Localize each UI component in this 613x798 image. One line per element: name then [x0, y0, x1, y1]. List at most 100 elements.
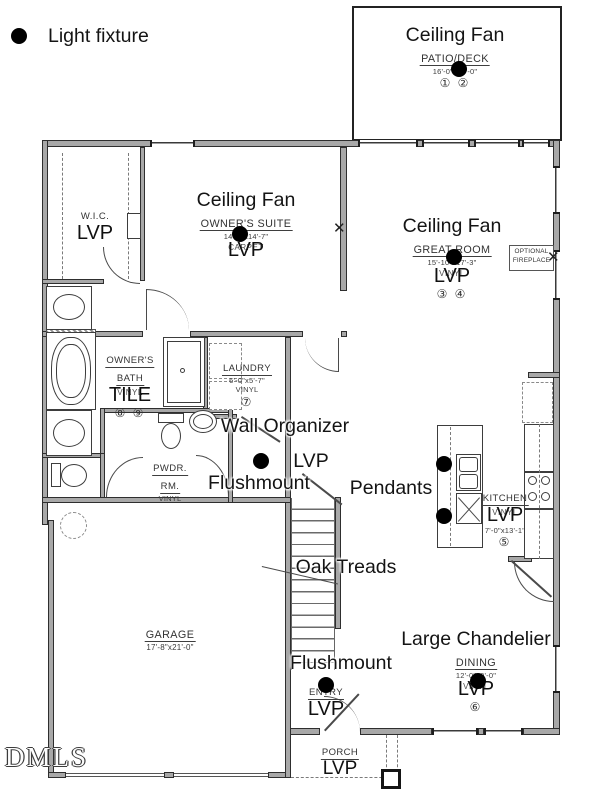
laundry-floor: VINYL: [235, 385, 259, 395]
wall-garage-bottom: [48, 772, 66, 778]
laundry-dims: 6'-0"x5'-7": [229, 375, 265, 385]
dining-fixture-numbers: ⑥: [469, 700, 483, 715]
toilet-tank: [51, 463, 61, 487]
patio-fixture-annotation: Ceiling Fan: [405, 24, 505, 46]
wall-front: [523, 728, 560, 735]
wall-wic-bottom: [42, 279, 104, 284]
stairs: [291, 498, 335, 670]
dryer: [209, 381, 242, 410]
door-arc: [106, 457, 143, 497]
wall-suite-greatroom: [340, 147, 347, 291]
powder-floor: VINYL: [158, 493, 182, 503]
wall-interior: [285, 337, 291, 778]
window: [422, 140, 470, 147]
dining-labels: Large Chandelier DINING 12'-0"x9'-0" VIN…: [401, 628, 551, 715]
garage-dims: 17'-8"x21'-0": [146, 642, 194, 652]
suite-floor: LVP: [227, 239, 265, 262]
sink: [53, 419, 85, 447]
kitchen-dims: 7'-0"x13'-1": [484, 525, 526, 535]
laundry-labels: LAUNDRY 6'-0"x5'-7" VINYL ⑦: [221, 358, 273, 409]
burner: [528, 492, 537, 501]
window: [553, 166, 560, 214]
powder-name-line1: PWDR.: [152, 463, 188, 476]
garage-labels: GARAGE 17'-8"x21'-0": [144, 625, 196, 653]
fireplace-x-mark: ✕: [547, 248, 560, 266]
island-counter-dashed: [450, 427, 451, 546]
great-room-orig-floor: VINYL: [439, 269, 465, 279]
optional-fireplace-box: OPTIONAL FIREPLACE: [509, 245, 554, 271]
hall-floor-annotation: LVP: [293, 450, 329, 472]
wall-kitchen-stub: [528, 372, 560, 378]
laundry-room-name: LAUNDRY: [221, 363, 273, 376]
kitchen-room-name: KITCHEN: [481, 493, 529, 506]
toilet-bowl: [61, 464, 87, 487]
kitchen-floor: LVP: [486, 503, 524, 526]
porch-floor: LVP: [322, 757, 358, 779]
water-heater: [60, 512, 87, 539]
sink-basin: [459, 457, 478, 472]
window: [553, 645, 560, 693]
refrigerator: [522, 382, 553, 423]
light-fixture-dot: [232, 226, 248, 242]
bath-orig-floor: VINYL: [117, 387, 143, 397]
watermark: DMLS: [5, 742, 89, 772]
burner: [541, 492, 550, 501]
wic-room-name: W.I.C.: [80, 211, 110, 222]
legend-label: Light fixture: [48, 25, 149, 47]
great-room-fixture-annotation: Ceiling Fan: [402, 215, 502, 237]
patio-fixture-numbers: ① ②: [439, 76, 471, 91]
porch-edge-dashed: [291, 777, 397, 778]
porch-room-name: PORCH: [320, 747, 360, 760]
window: [358, 140, 418, 147]
light-fixture-dot: [470, 673, 486, 689]
bath-name-line1: OWNER'S: [105, 355, 155, 368]
closet-shelf-dashed: [62, 153, 63, 279]
sink: [53, 294, 85, 320]
window: [522, 140, 550, 147]
great-room-floor: LVP: [433, 265, 471, 288]
bath-name-line2: BATH: [115, 372, 145, 386]
dining-fixture-annotation: Large Chandelier: [401, 628, 551, 650]
door-arc: [305, 338, 339, 372]
wall-front: [360, 728, 432, 735]
hall-flushmount-annotation: Flushmount: [208, 472, 310, 494]
wall-hall: [341, 331, 347, 337]
suite-fixture-annotation: Ceiling Fan: [196, 189, 296, 211]
shower-drain: [180, 368, 185, 373]
garage-room-name: GARAGE: [144, 629, 196, 643]
oak-treads-annotation: Oak Treads: [295, 556, 397, 578]
wall-garage-bottom: [164, 772, 174, 778]
wall-organizer-annotation: Wall Organizer: [220, 415, 350, 437]
window: [432, 728, 478, 735]
owners-suite-labels: Ceiling Fan OWNER'S SUITE 14'-0"x14'-7" …: [196, 189, 296, 262]
optional-fireplace-line1: OPTIONAL: [514, 248, 549, 255]
toilet-tank: [158, 413, 184, 423]
bath-floor: TILE: [108, 383, 152, 406]
door-arc: [146, 289, 189, 330]
window: [553, 250, 560, 300]
wic-labels: W.I.C. LVP: [77, 206, 113, 244]
burner: [541, 476, 550, 485]
great-room-labels: Ceiling Fan GREAT ROOM 15'-10"x17'-3" VI…: [402, 215, 502, 302]
toilet-bowl: [161, 423, 181, 449]
wall-stairs-right: [335, 497, 341, 629]
light-fixture-dot: [446, 249, 462, 265]
light-fixture-dot: [253, 453, 269, 469]
bathtub-basin-inner: [56, 344, 86, 398]
garage-door: [66, 773, 164, 777]
kitchen-labels: KITCHEN VINYL LVP 7'-0"x13'-1" ⑤: [481, 488, 529, 550]
light-fixture-dot: [318, 677, 334, 693]
wall-kitchen-stub: [508, 556, 532, 562]
washer: [209, 343, 242, 379]
light-fixture-dot: [451, 61, 467, 77]
pedestal-sink-inner: [193, 414, 213, 429]
light-fixture-dot: [436, 508, 452, 524]
wall-front: [478, 728, 484, 735]
wall-powder-left: [100, 408, 105, 455]
porch-labels: PORCH LVP: [320, 742, 360, 780]
great-room-fixture-numbers: ③ ④: [436, 287, 468, 302]
optional-fireplace-line2: FIREPLACE: [512, 256, 551, 264]
wall-garage-left: [48, 520, 54, 778]
kitchen-orig-floor: VINYL: [492, 507, 518, 517]
upper-cabinet-dashed: [539, 424, 540, 559]
